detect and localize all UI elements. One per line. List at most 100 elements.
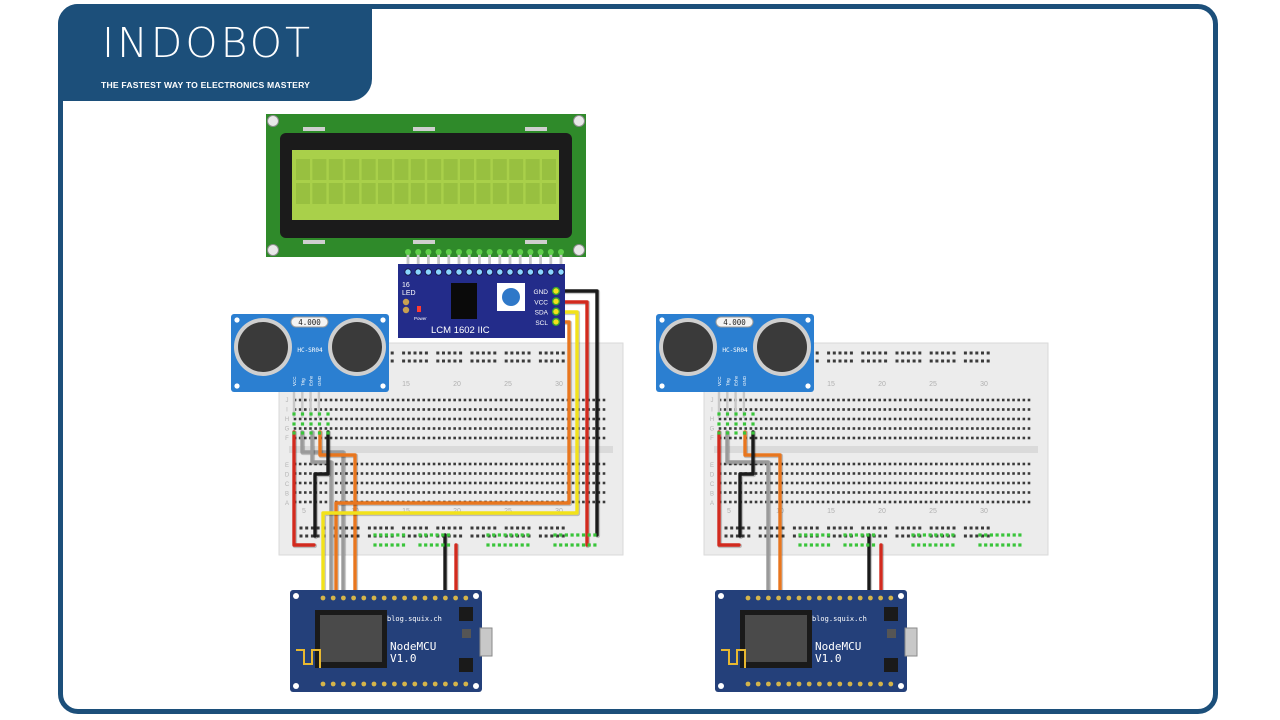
breadboard-hole <box>489 472 492 475</box>
breadboard-hole <box>324 398 328 402</box>
breadboard-hole <box>422 462 426 466</box>
header-pin <box>467 250 471 266</box>
breadboard-hole <box>571 427 575 430</box>
breadboard-hole <box>801 427 804 430</box>
breadboard-hole <box>729 398 732 402</box>
rail-hole <box>556 526 559 530</box>
breadboard-hole <box>852 427 856 430</box>
connected-hole <box>843 543 847 547</box>
gpio-pin <box>806 681 812 687</box>
breadboard-hole <box>401 436 405 440</box>
connected-hole <box>593 543 597 547</box>
header-pad <box>445 249 452 255</box>
breadboard-hole <box>770 462 773 466</box>
mounting-hole <box>380 383 386 389</box>
row-letter: C <box>710 482 715 488</box>
breadboard-hole <box>386 436 389 440</box>
breadboard-hole <box>535 417 539 421</box>
power-led <box>417 306 421 312</box>
rail-hole <box>969 526 973 530</box>
brand-banner: INDOBOT THE FASTEST WAY TO ELECTRONICS M… <box>58 4 372 101</box>
breadboard-hole <box>525 462 529 466</box>
rail-hole <box>481 534 485 538</box>
rail-hole <box>516 526 520 530</box>
breadboard-hole <box>759 500 763 504</box>
breadboard-hole <box>345 436 348 440</box>
breadboard-hole <box>914 500 917 504</box>
breadboard-hole <box>484 436 487 440</box>
breadboard-hole <box>991 481 995 485</box>
breadboard-hole <box>898 436 902 440</box>
breadboard-hole <box>458 427 462 430</box>
breadboard-hole <box>556 398 559 402</box>
breadboard-hole <box>1007 491 1010 494</box>
breadboard-hole <box>832 500 835 504</box>
connected-hole <box>922 543 926 547</box>
breadboard-hole <box>386 481 389 485</box>
breadboard-hole <box>986 500 990 504</box>
breadboard-hole <box>929 481 933 485</box>
breadboard-hole <box>334 436 338 440</box>
rail-hole <box>838 526 842 530</box>
breadboard-hole <box>1001 398 1005 402</box>
connected-hole <box>854 533 858 537</box>
rail-hole <box>459 351 463 355</box>
connected-hole <box>945 543 949 547</box>
breadboard-hole <box>790 408 794 411</box>
rail-hole <box>861 526 865 530</box>
breadboard-hole <box>976 427 979 430</box>
rail-hole <box>804 526 808 530</box>
breadboard-hole <box>816 472 820 475</box>
row-letter: I <box>286 408 288 414</box>
breadboard-hole <box>945 500 948 504</box>
connected-hole <box>939 543 944 547</box>
breadboard-hole <box>422 472 426 475</box>
breadboard-hole <box>811 481 814 485</box>
breadboard-hole <box>950 472 954 475</box>
reset-button <box>459 607 473 621</box>
breadboard-hole <box>723 436 727 440</box>
breadboard-hole <box>935 500 938 504</box>
breadboard-hole <box>597 408 601 411</box>
breadboard-hole <box>355 481 359 485</box>
connected-hole <box>424 533 428 537</box>
breadboard-hole <box>847 481 851 485</box>
breadboard-hole <box>365 436 369 440</box>
breadboard-hole <box>1012 408 1015 411</box>
breadboard-hole <box>345 398 348 402</box>
rail-hole <box>724 526 728 530</box>
breadboard-hole <box>754 472 758 475</box>
breadboard-hole <box>458 436 462 440</box>
breadboard-hole <box>298 436 302 440</box>
breadboard-hole <box>965 436 969 440</box>
connected-hole <box>292 431 296 435</box>
connected-hole <box>815 533 819 537</box>
breadboard-hole <box>592 398 595 402</box>
breadboard-hole <box>546 491 549 494</box>
breadboard-hole <box>826 427 830 430</box>
wire-scl-orange <box>334 320 571 594</box>
breadboard-hole <box>898 500 902 504</box>
breadboard-hole <box>868 491 871 494</box>
breadboard-hole <box>376 427 379 430</box>
breadboard-hole <box>950 462 954 466</box>
breadboard-hole <box>744 417 748 421</box>
breadboard-hole <box>432 462 436 466</box>
breadboard-hole <box>888 462 892 466</box>
breadboard-hole <box>729 436 732 440</box>
connected-hole <box>581 543 586 547</box>
lcd-char-cell <box>410 183 425 204</box>
header-pin <box>488 250 491 266</box>
breadboard-hole <box>811 398 814 402</box>
breadboard-hole <box>479 417 482 421</box>
lcd-char-cell <box>542 159 556 180</box>
breadboard-hole <box>862 462 866 466</box>
breadboard-hole <box>929 472 933 475</box>
breadboard-hole <box>832 408 835 411</box>
connected-hole <box>317 422 322 426</box>
breadboard-hole <box>582 436 585 440</box>
breadboard-hole <box>370 491 374 494</box>
breadboard-hole <box>556 491 559 494</box>
breadboard-hole <box>785 408 789 411</box>
transducer <box>238 322 288 372</box>
